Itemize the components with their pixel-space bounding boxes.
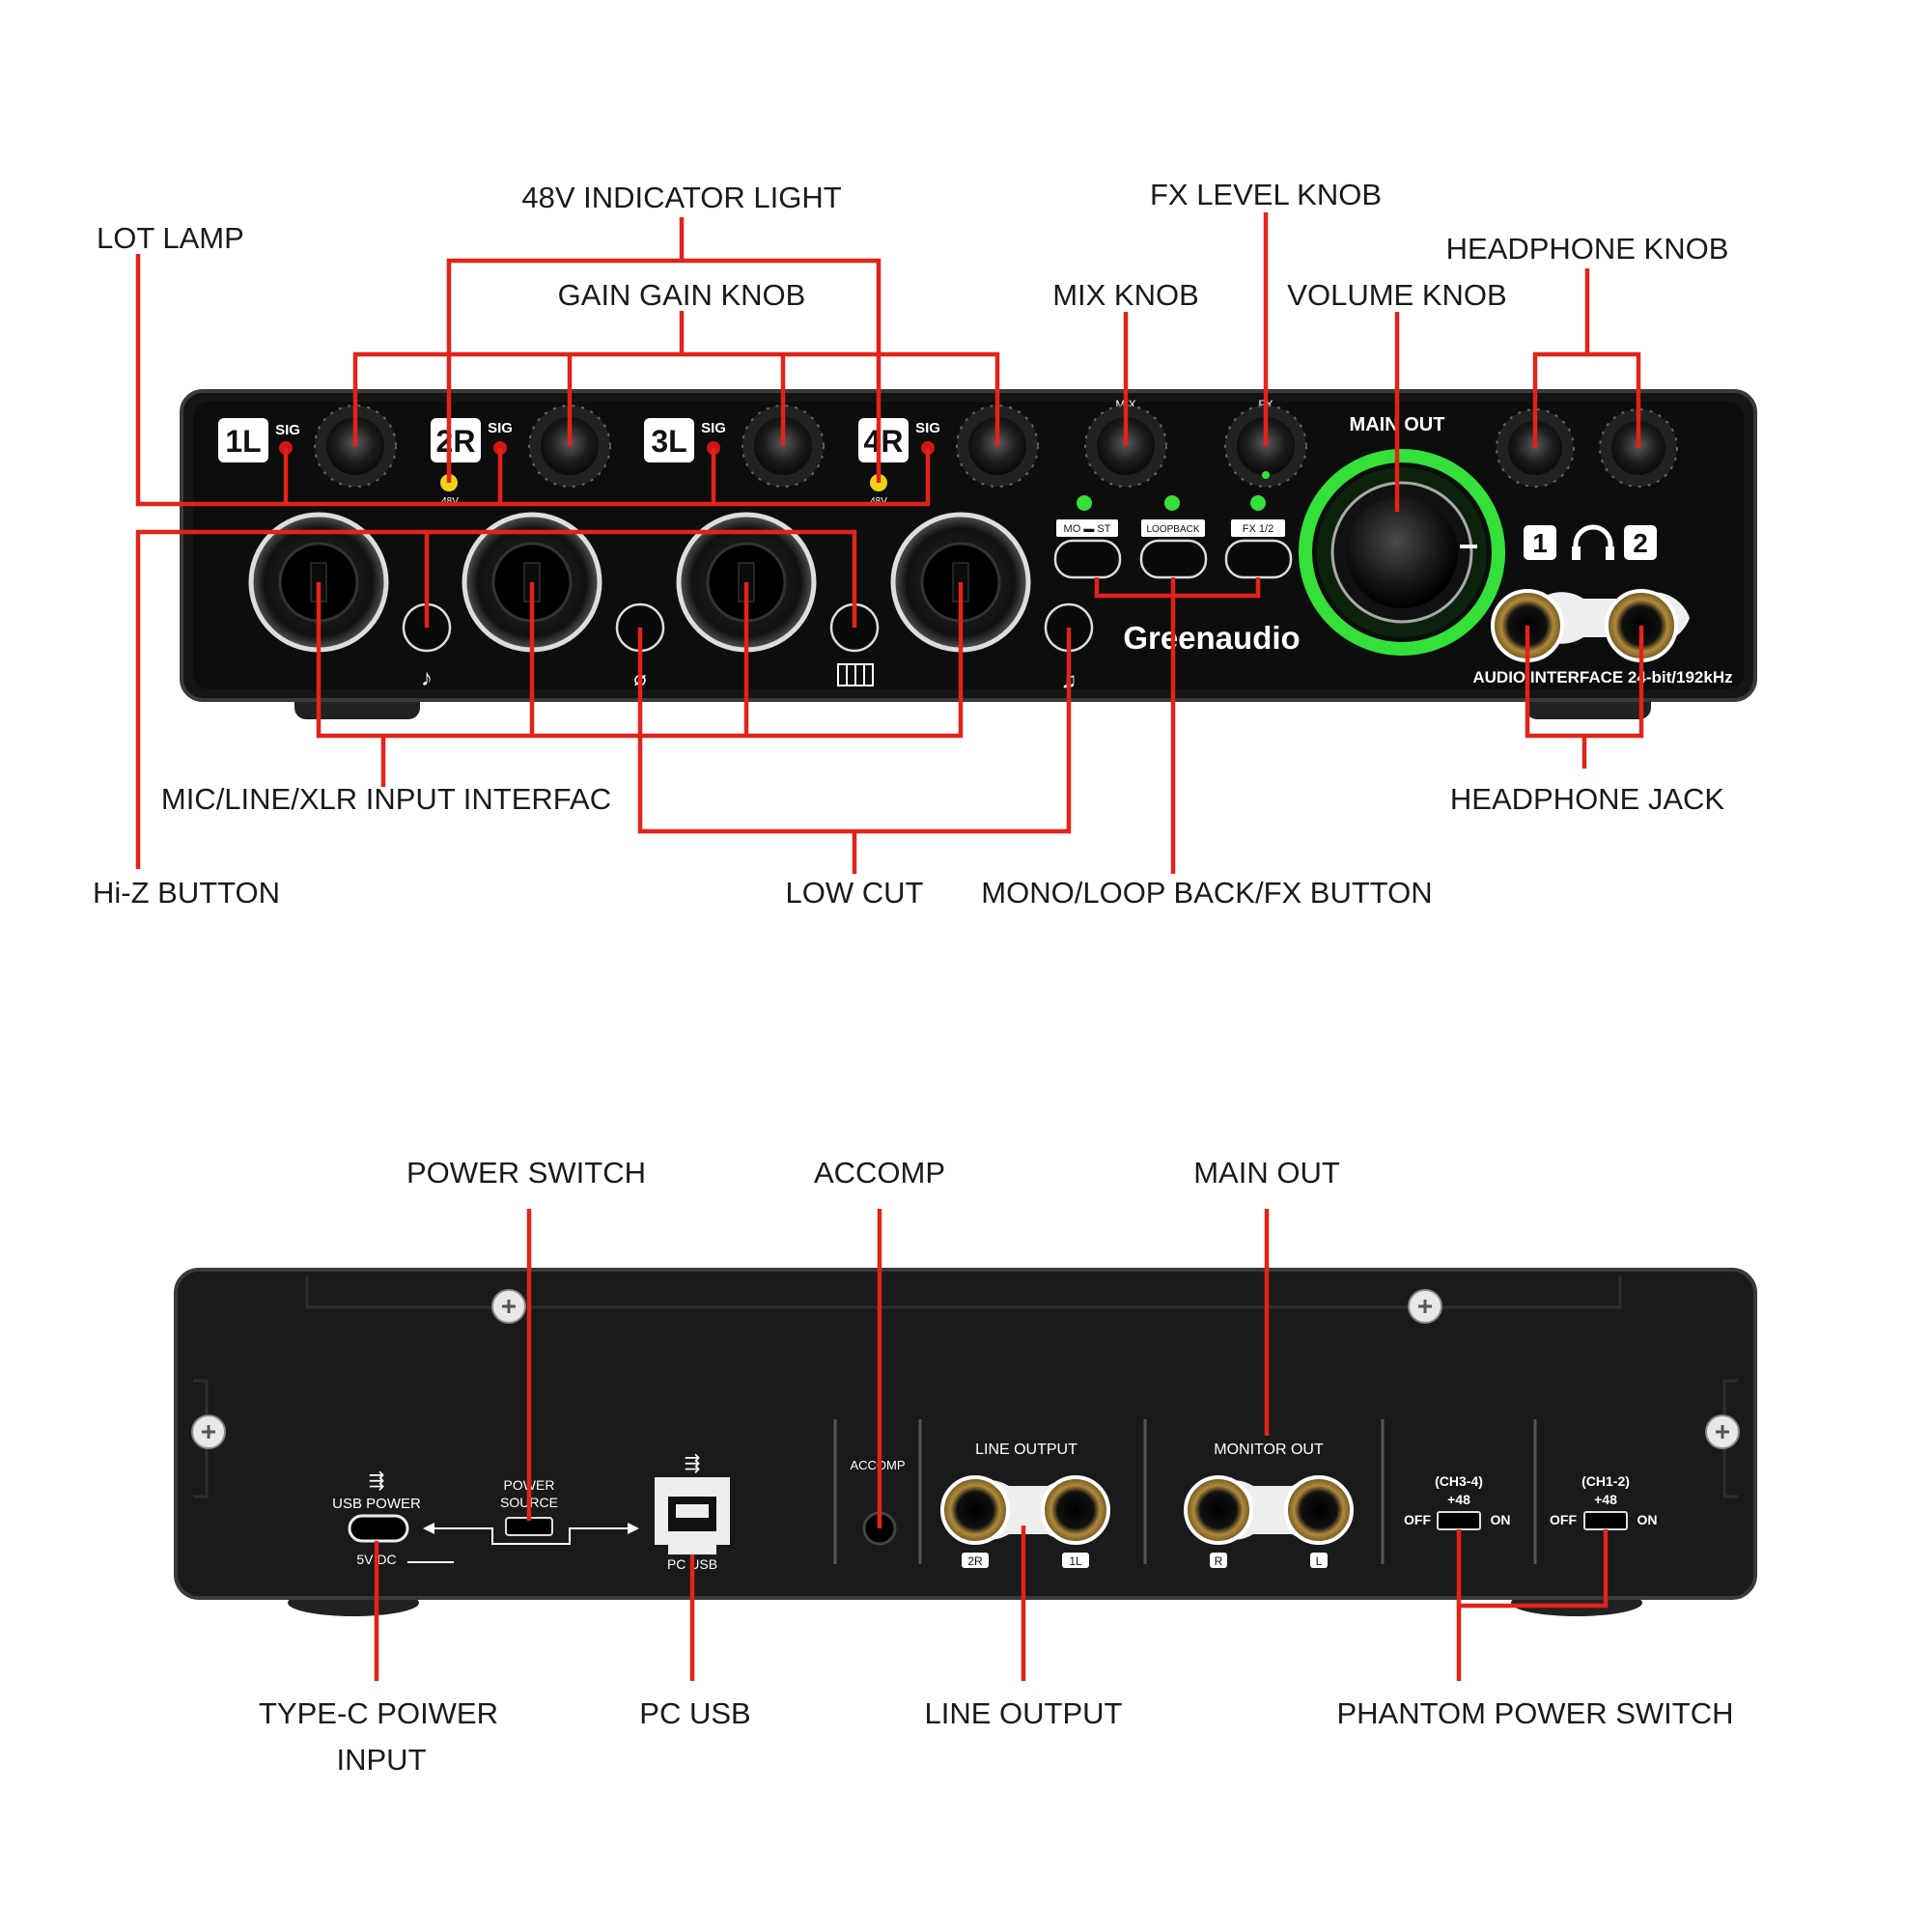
mono-button-label: MO ▬ ST (1064, 523, 1111, 535)
channel-label: 2R (436, 424, 476, 459)
callout-accomp: ACCOMP (814, 1156, 945, 1190)
callout-fx-level-knob: FX LEVEL KNOB (1150, 178, 1382, 211)
sig-label: SIG (275, 422, 300, 438)
callout-hiz-button: Hi-Z BUTTON (93, 876, 280, 910)
callout-power-switch: POWER SWITCH (406, 1156, 646, 1190)
xlr-input-4[interactable] (890, 512, 1031, 653)
off-a-label: OFF (1404, 1512, 1431, 1527)
fx-button[interactable] (1224, 539, 1293, 579)
hp2-badge: 2 (1633, 528, 1648, 558)
sig-label: SIG (915, 420, 940, 436)
monitor-out-label: MONITOR OUT (1214, 1442, 1324, 1458)
line-output-jack-2r[interactable] (940, 1475, 1010, 1545)
callout-typec-line1: TYPE-C POIWER (259, 1696, 498, 1730)
front-panel: 1L SIG 2R SIG 48V 3L SIG 4R SIG 48V (180, 389, 1757, 719)
usb-symbol-icon: ⇶ (369, 1470, 385, 1492)
mono-button[interactable] (1053, 539, 1122, 579)
sig-label: SIG (701, 420, 726, 436)
monitor-out-jack-l[interactable] (1284, 1475, 1354, 1545)
callout-mono-loop-fx: MONO/LOOP BACK/FX BUTTON (981, 876, 1432, 910)
line-2r-label: 2R (967, 1554, 983, 1568)
callout-volume-knob: VOLUME KNOB (1287, 278, 1506, 312)
callout-headphone-knob: HEADPHONE KNOB (1446, 232, 1729, 266)
fx-button-label: FX 1/2 (1243, 523, 1273, 535)
off-b-label: OFF (1550, 1512, 1577, 1527)
front-callouts: LOT LAMP 48V INDICATOR LIGHT GAIN GAIN K… (93, 178, 1728, 910)
channel-1l: 1L SIG (218, 418, 300, 462)
phantom-switch-ch34[interactable] (1437, 1511, 1481, 1530)
callout-gain-knob: GAIN GAIN KNOB (558, 278, 806, 312)
callout-line-output: LINE OUTPUT (925, 1696, 1123, 1730)
line-output-panel-label: LINE OUTPUT (975, 1442, 1077, 1458)
callout-pc-usb: PC USB (639, 1696, 750, 1730)
screw-icon (491, 1289, 526, 1324)
ch34-label: (CH3-4) (1435, 1473, 1483, 1489)
ch12-label: (CH1-2) (1581, 1473, 1630, 1489)
headphone-icon (1573, 524, 1613, 556)
callout-low-cut: LOW CUT (786, 876, 924, 910)
callout-main-out: MAIN OUT (1193, 1156, 1340, 1190)
brand-name: Greenaudio (1123, 620, 1300, 656)
callout-typec-line2: INPUT (337, 1743, 427, 1777)
screw-icon (1408, 1289, 1442, 1324)
line-1l-label: 1L (1069, 1554, 1082, 1568)
mon-r-label: R (1215, 1554, 1223, 1568)
pc-usb-port[interactable] (655, 1477, 730, 1554)
callout-mic-input: MIC/LINE/XLR INPUT INTERFAC (161, 782, 611, 816)
loopback-led (1164, 495, 1180, 511)
mon-l-label: L (1316, 1554, 1323, 1568)
sig-label: SIG (488, 420, 513, 436)
rear-callouts: POWER SWITCH ACCOMP MAIN OUT TYPE-C POIW… (259, 1156, 1734, 1777)
hp1-badge: 1 (1532, 528, 1548, 558)
usb-power-label: USB POWER (332, 1496, 421, 1512)
on-a-label: ON (1491, 1512, 1511, 1527)
callout-headphone-jack: HEADPHONE JACK (1450, 782, 1725, 816)
channel-label: 4R (864, 424, 904, 459)
callout-mix-knob: MIX KNOB (1052, 278, 1199, 312)
screw-icon (1705, 1414, 1740, 1449)
guitar-icon: ♪ (421, 665, 433, 691)
channel-label: 1L (225, 424, 261, 459)
mono-led (1077, 495, 1092, 511)
volume-knob[interactable] (1299, 449, 1505, 656)
channel-3l: 3L SIG (644, 418, 726, 462)
monitor-out-jack-r[interactable] (1184, 1475, 1253, 1545)
led-48v-label: 48V (870, 496, 887, 507)
phantom-switch-ch12[interactable] (1583, 1511, 1628, 1530)
channel-2r: 2R SIG 48V (431, 418, 513, 507)
keyboard-icon (837, 663, 874, 686)
fx-led (1250, 495, 1266, 511)
channel-4r: 4R SIG 48V (858, 418, 940, 507)
on-b-label: ON (1637, 1512, 1658, 1527)
rear-leader-lines (374, 1209, 1609, 1681)
plus48-a-label: +48 (1447, 1492, 1470, 1507)
front-leader-lines (135, 212, 1644, 874)
led-48v-label: 48V (441, 496, 459, 507)
callout-slot-lamp: LOT LAMP (97, 221, 244, 255)
loopback-button[interactable] (1139, 539, 1208, 579)
usb-b-symbol-icon: ⇶ (685, 1453, 701, 1474)
screw-icon (191, 1414, 226, 1449)
type-c-port[interactable] (348, 1514, 409, 1543)
line-output-jack-1l[interactable] (1041, 1475, 1110, 1545)
plus48-b-label: +48 (1594, 1492, 1617, 1507)
callout-phantom-power: PHANTOM POWER SWITCH (1336, 1696, 1733, 1730)
channel-label: 3L (651, 424, 686, 459)
rear-device-body (174, 1268, 1757, 1600)
loopback-button-label: LOOPBACK (1146, 524, 1199, 535)
rear-panel: ⇶ USB POWER 5V DC POWER SOURCE ⇶ PC USB … (174, 1268, 1757, 1616)
callout-48v-indicator: 48V INDICATOR LIGHT (521, 181, 841, 214)
interface-spec: AUDIO INTERFACE 24-bit/192kHz (1472, 668, 1732, 686)
